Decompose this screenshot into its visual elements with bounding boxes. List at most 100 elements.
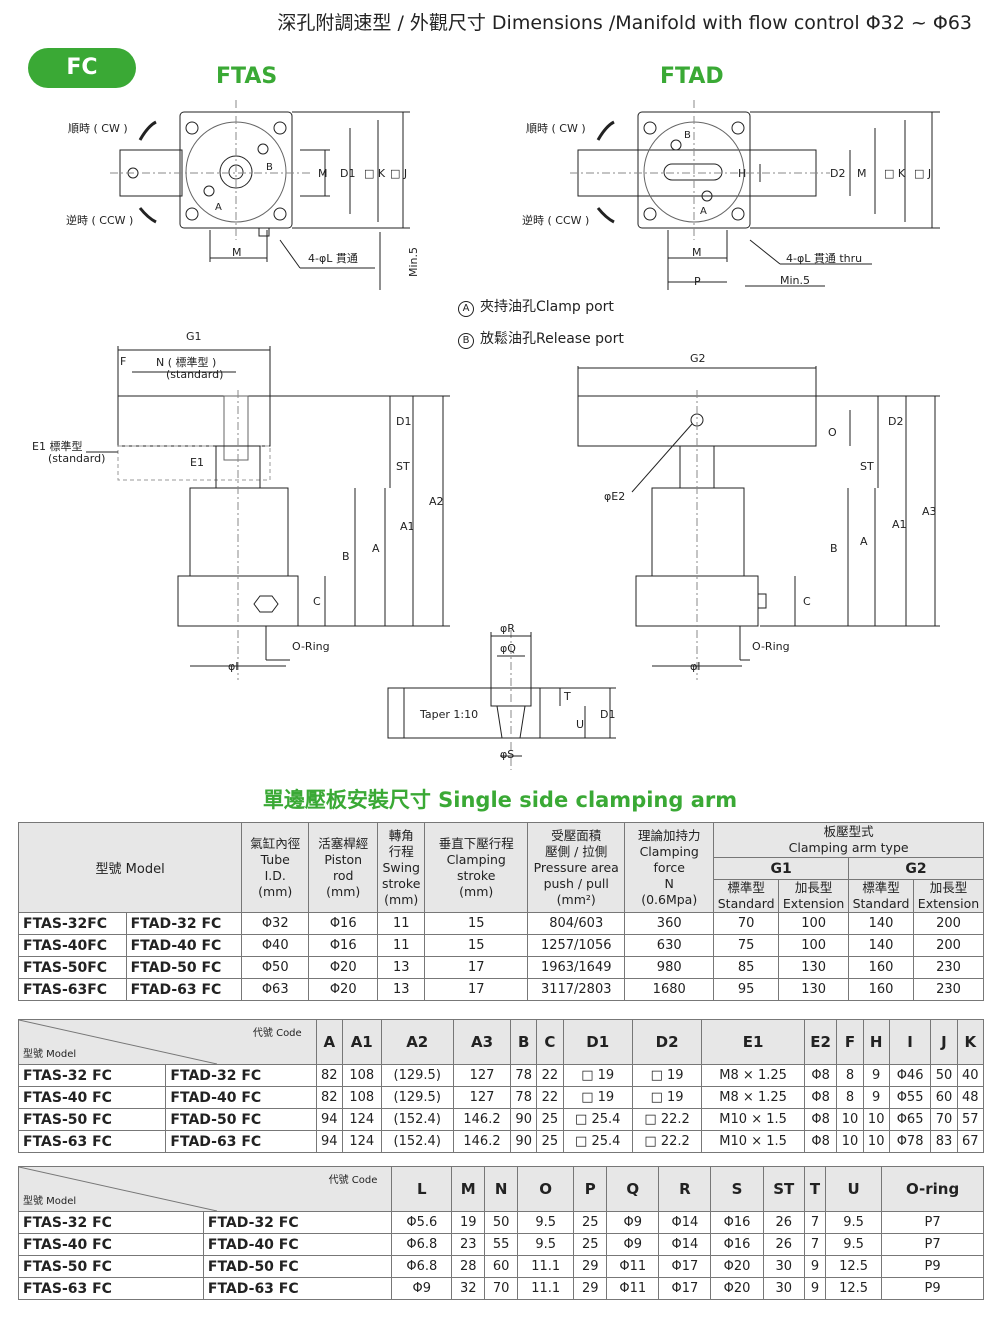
ftas-st-side: ST (396, 460, 410, 473)
ftas-top-view (110, 100, 410, 290)
t3-value-cell: 9 (803, 1255, 827, 1278)
t1-value-cell: 1963/1649 (527, 956, 626, 979)
t2-value-cell: Φ8 (803, 1130, 838, 1153)
ftad-h-dim: H (738, 167, 746, 180)
t2-col-header: E2 (803, 1019, 838, 1065)
t1-value-cell: Φ50 (241, 956, 310, 979)
t3-value-cell: 11.1 (517, 1277, 575, 1300)
ftas-ccw-label: 逆時 ( CCW ) (66, 213, 133, 227)
t3-value-cell: 12.5 (825, 1277, 883, 1300)
t1-value-cell: 360 (624, 912, 715, 935)
ftad-d2-dim: D2 (830, 167, 845, 180)
t2-code-model-header: 代號 Code 型號 Model (18, 1019, 317, 1065)
t3-model-cell: FTAD-63 FC (202, 1277, 393, 1300)
t2-value-cell: 10 (836, 1108, 864, 1131)
t2-value-cell: 90 (510, 1130, 538, 1153)
t2-value-cell: Φ8 (803, 1064, 838, 1087)
t2-value-cell: Φ65 (888, 1108, 932, 1131)
t1-value-cell: 130 (778, 978, 850, 1001)
t3-model-cell: FTAS-50 FC (18, 1255, 204, 1278)
ftad-a-side: A (860, 535, 868, 548)
ftad-d2-side: D2 (888, 415, 903, 428)
t1-value-cell: Φ16 (308, 912, 379, 935)
t2-value-cell: 25 (536, 1108, 564, 1131)
t2-col-header: C (536, 1019, 564, 1065)
t2-value-cell: 22 (536, 1086, 564, 1109)
t3-col-header: M (451, 1166, 486, 1212)
t2-value-cell: 10 (862, 1108, 890, 1131)
t1-value-cell: 13 (377, 956, 426, 979)
ftad-thru-label: 4-φL 貫通 thru (786, 252, 862, 265)
ftad-a1-side: A1 (892, 518, 907, 531)
ftad-cw-label: 順時 ( CW ) (526, 122, 586, 135)
t3-value-cell: 60 (484, 1255, 519, 1278)
t2-value-cell: 146.2 (452, 1130, 512, 1153)
t1-model-cell: FTAD-50 FC (125, 956, 243, 979)
arm-u-label: U (576, 718, 584, 731)
ftad-min5: Min.5 (780, 274, 810, 287)
t2-value-cell: M10 × 1.5 (701, 1108, 805, 1131)
t3-value-cell: 30 (762, 1255, 805, 1278)
ftad-a3-side: A3 (922, 505, 937, 518)
ftad-st-side: ST (860, 460, 874, 473)
t3-value-cell: 70 (484, 1277, 519, 1300)
ftas-c-side: C (313, 595, 321, 608)
t3-value-cell: Φ14 (658, 1233, 712, 1256)
t2-col-header: D1 (562, 1019, 633, 1065)
t2-model-cell: FTAS-32 FC (17, 1064, 167, 1087)
t1-value-cell: 230 (912, 956, 985, 979)
t2-value-cell: 90 (510, 1108, 538, 1131)
t2-model-cell: FTAS-50 FC (17, 1108, 167, 1131)
ftad-j-dim: □ J (914, 167, 931, 180)
ftas-m-label: M (232, 246, 242, 259)
t1-value-cell: 13 (377, 978, 426, 1001)
ftas-e1std-label: E1 標準型 (32, 439, 82, 453)
t1-value-cell: Φ20 (308, 978, 379, 1001)
t3-value-cell: Φ6.8 (391, 1233, 453, 1256)
t2-value-cell: 127 (452, 1064, 512, 1087)
t2-value-cell: M8 × 1.25 (701, 1086, 805, 1109)
t2-value-cell: □ 19 (562, 1086, 633, 1109)
t3-value-cell: 11.1 (517, 1255, 575, 1278)
t2-value-cell: 82 (315, 1064, 343, 1087)
t2-value-cell: (129.5) (380, 1064, 454, 1087)
t3-value-cell: 26 (762, 1233, 805, 1256)
t3-col-header: O (517, 1166, 575, 1212)
t2-col-header: B (510, 1019, 538, 1065)
t3-value-cell: P9 (881, 1277, 984, 1300)
ftad-i-label: φI (690, 660, 701, 673)
t1-value-cell: 160 (848, 978, 914, 1001)
t3-value-cell: 25 (573, 1233, 608, 1256)
t3-col-header: L (391, 1166, 453, 1212)
t2-col-header: F (836, 1019, 864, 1065)
t2-value-cell: 82 (315, 1086, 343, 1109)
t3-value-cell: Φ11 (606, 1277, 660, 1300)
t1-value-cell: 100 (778, 912, 850, 935)
t1-value-cell: 980 (624, 956, 715, 979)
t2-col-header: J (930, 1019, 958, 1065)
t3-value-cell: P7 (881, 1211, 984, 1234)
t3-col-header: R (658, 1166, 712, 1212)
t3-value-cell: 30 (762, 1277, 805, 1300)
t3-value-cell: 29 (573, 1277, 608, 1300)
ftas-title: FTAS (216, 64, 278, 89)
ftas-j-dim: □ J (390, 167, 407, 180)
t3-value-cell: 23 (451, 1233, 486, 1256)
ftad-e2-label: φE2 (604, 490, 625, 503)
ftas-min5: Min.5 (407, 247, 420, 277)
ftad-port-a: A (700, 206, 707, 217)
